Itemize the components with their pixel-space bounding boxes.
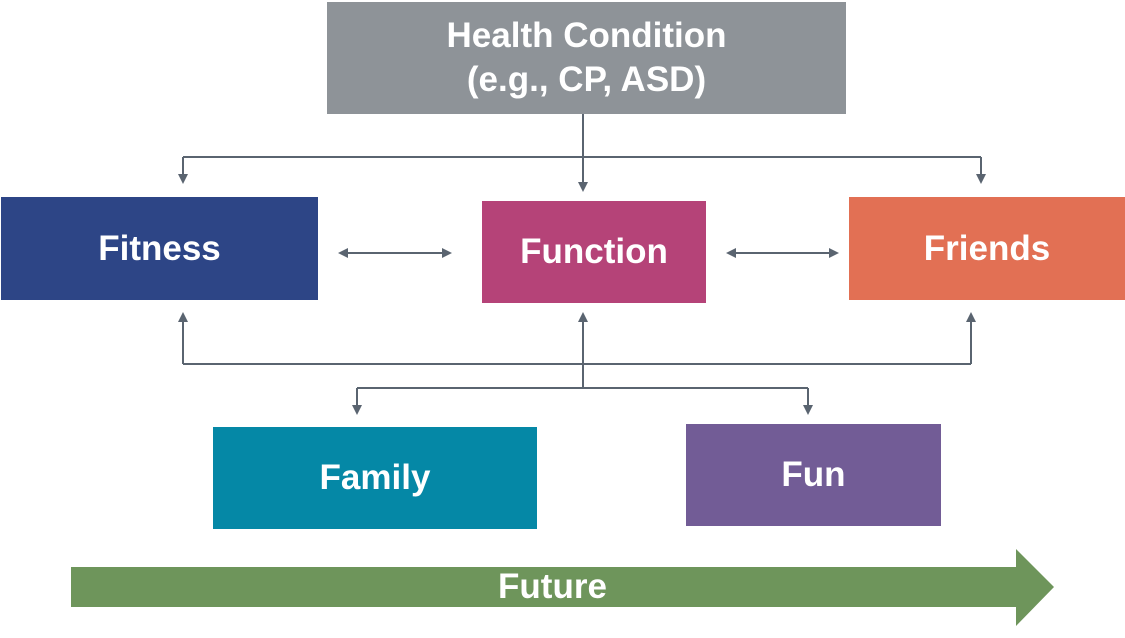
friends-box: Friends xyxy=(849,197,1125,300)
function-label: Function xyxy=(520,232,668,271)
fitness-label: Fitness xyxy=(98,228,221,268)
function-box: Function xyxy=(482,201,706,303)
family-box: Family xyxy=(213,427,537,529)
family-label: Family xyxy=(319,458,431,497)
fun-label: Fun xyxy=(781,455,846,494)
health-condition-title: Health Condition xyxy=(446,16,727,55)
fun-box: Fun xyxy=(686,424,941,526)
health-condition-box: Health Condition (e.g., CP, ASD) xyxy=(327,2,846,114)
future-label: Future xyxy=(498,567,607,606)
future-arrow xyxy=(71,549,1054,626)
friends-label: Friends xyxy=(923,228,1051,268)
fitness-box: Fitness xyxy=(1,197,318,300)
health-condition-examples: (e.g., CP, ASD) xyxy=(466,60,707,99)
